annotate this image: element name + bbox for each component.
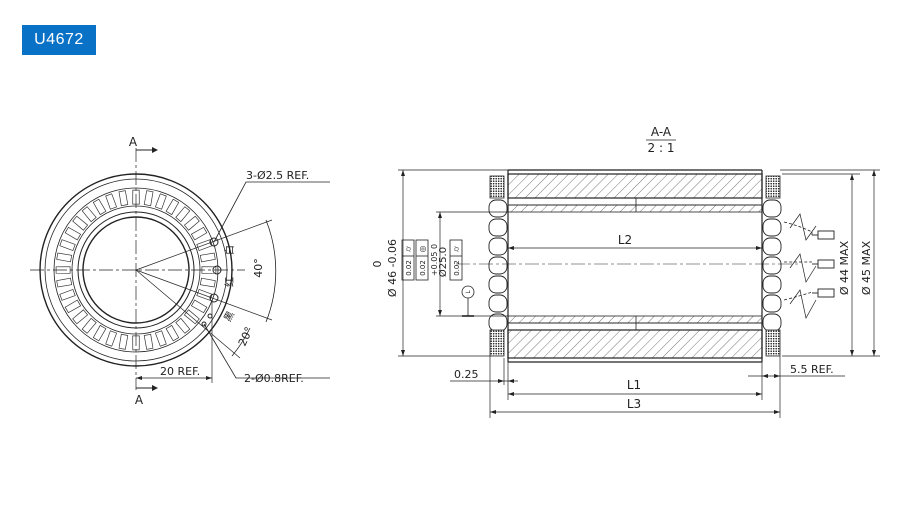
stator-slot <box>199 277 216 288</box>
coil-ends-right <box>762 199 782 332</box>
dim-outer-dia: Ø 46 -0.06 <box>386 239 399 297</box>
tol-outer-top: 0 <box>371 261 384 268</box>
stator-slot <box>81 317 97 334</box>
tol-inner: +0.05 0 <box>430 244 439 276</box>
coil-end-turn <box>488 294 508 313</box>
coil-end-turn <box>488 199 508 218</box>
stator-slot <box>201 266 217 274</box>
stator-slot <box>59 239 76 252</box>
svg-text:0.02: 0.02 <box>453 260 461 276</box>
coil-end-turn <box>762 256 782 275</box>
dim-0-25: 0.25 <box>454 368 479 381</box>
stator-slot <box>56 252 73 263</box>
coil-end-turn <box>762 237 782 256</box>
model-badge: U4672 <box>22 25 96 55</box>
section-view: A-A 2 : 1 <box>371 125 880 418</box>
stator-slot <box>165 324 180 342</box>
stator-slot <box>92 324 107 342</box>
stator-slot <box>64 226 82 241</box>
stator-slot <box>59 288 76 301</box>
stator-slot <box>81 206 97 223</box>
stator-slot <box>199 252 216 263</box>
svg-text:L: L <box>465 290 472 294</box>
coil-end-turn <box>488 256 508 275</box>
wire-black-label: 黑 <box>222 309 237 324</box>
gdt-frame-3: 0.02 ⌭ <box>449 239 463 281</box>
stator-slot <box>183 215 200 231</box>
dim-l1: L1 <box>627 378 641 392</box>
wire-white-label: 白 <box>223 245 236 255</box>
svg-text:⌭: ⌭ <box>452 246 461 252</box>
stator-slot <box>105 193 118 210</box>
section-mark-bottom: A <box>135 393 144 407</box>
coil-end-turn <box>762 199 782 218</box>
front-view: A A 3-Ø2.5 REF. 2-Ø0.8REF. 20 REF. <box>30 135 330 407</box>
dim-l3: L3 <box>627 397 641 411</box>
datum-symbol: L <box>461 285 475 317</box>
stator-slot <box>55 266 71 274</box>
stator-slot <box>118 333 129 350</box>
section-title: A-A <box>651 125 672 139</box>
coil-end-turn <box>762 275 782 294</box>
coil-end-turn <box>762 218 782 237</box>
dim-20-ref: 20 REF. <box>160 365 200 378</box>
dim-dia-45: Ø 45 MAX <box>860 240 873 295</box>
dim-l2: L2 <box>618 233 632 247</box>
coil-end-turn <box>762 294 782 313</box>
stator-slot <box>165 198 180 216</box>
angle-40: 40° <box>252 258 265 278</box>
svg-text:◎: ◎ <box>418 245 427 252</box>
coil-end-turn <box>762 313 782 332</box>
coil-end-turn <box>488 313 508 332</box>
stator-slot <box>175 206 191 223</box>
coil-ends-left <box>488 199 508 332</box>
svg-text:0.02: 0.02 <box>419 260 427 276</box>
stator-slot <box>154 193 167 210</box>
stator-slot <box>175 317 191 334</box>
stator-slot <box>56 277 73 288</box>
stator-slot <box>190 226 208 241</box>
angle-20: 20° <box>236 325 256 348</box>
stator-slot <box>118 190 129 207</box>
stator-slot <box>72 309 89 325</box>
stator-slot <box>154 330 167 347</box>
dim-inner-dia: Ø25.0 <box>437 247 449 277</box>
stator-slot <box>190 299 208 314</box>
stator-slot <box>64 299 82 314</box>
coil-end-turn <box>488 237 508 256</box>
dim-dia-44: Ø 44 MAX <box>838 240 851 295</box>
holes-large-label: 3-Ø2.5 REF. <box>246 169 309 182</box>
stator-slot <box>143 333 154 350</box>
gdt-frame-1: 0.02 ⌭ <box>401 239 415 281</box>
gdt-frame-2: 0.02 ◎ <box>415 239 429 281</box>
stator-slot <box>72 215 89 231</box>
section-scale: 2 : 1 <box>648 141 675 155</box>
svg-text:0.02: 0.02 <box>405 260 413 276</box>
stator-slot <box>143 190 154 207</box>
stator-slot <box>132 335 140 351</box>
stator-slot <box>183 309 200 325</box>
coil-end-turn <box>488 275 508 294</box>
svg-text:⌭: ⌭ <box>404 246 413 252</box>
section-mark-top: A <box>129 135 138 149</box>
stator-slot <box>105 330 118 347</box>
lead-wires <box>783 213 835 319</box>
holes-small-label: 2-Ø0.8REF. <box>244 372 304 385</box>
stator-slot <box>132 189 140 205</box>
stator-slot <box>196 288 213 301</box>
dim-5-5-ref: 5.5 REF. <box>790 363 834 376</box>
stator-slot <box>92 198 107 216</box>
coil-end-turn <box>488 218 508 237</box>
wire-red-label: 红 <box>223 277 236 287</box>
